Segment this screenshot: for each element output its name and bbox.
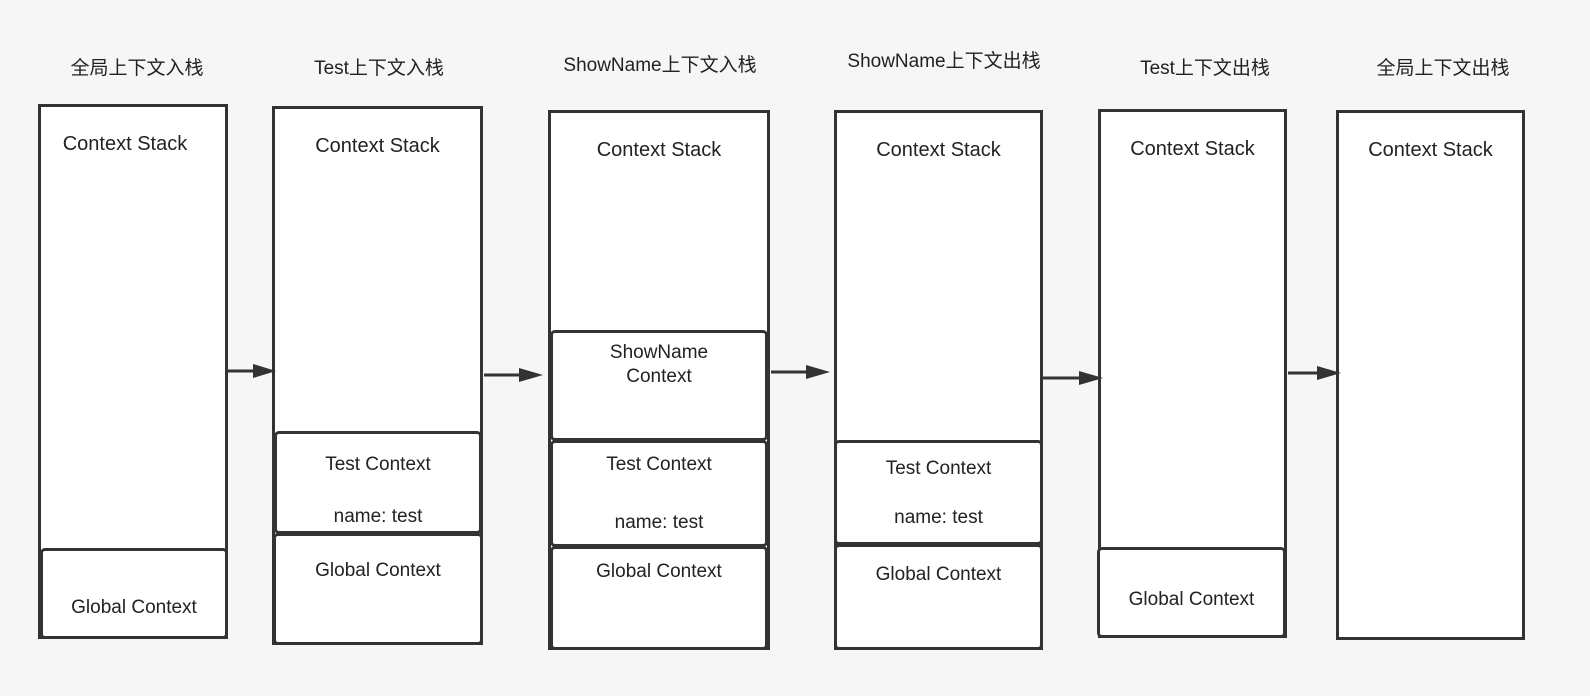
stage-title: Test上下文入栈 bbox=[314, 58, 444, 79]
context-stack: Context Stack bbox=[1336, 110, 1525, 640]
context-stack-label: Context Stack bbox=[315, 135, 440, 157]
context-stack-label: Context Stack bbox=[62, 133, 188, 155]
stage-title: 全局上下文入栈 bbox=[70, 58, 204, 79]
arrow-stage-5-to-6 bbox=[1288, 366, 1341, 380]
arrow-stage-4-to-5 bbox=[1043, 371, 1103, 385]
frame-label-line-2: Context bbox=[626, 366, 692, 387]
arrow-stage-1-to-2 bbox=[226, 364, 276, 378]
stage-title: ShowName上下文出栈 bbox=[847, 51, 1041, 72]
frame-label-line-1: ShowName bbox=[609, 342, 709, 363]
frame-label: Global Context bbox=[1128, 589, 1255, 610]
arrow-stage-3-to-4 bbox=[771, 365, 830, 379]
test-context-frame: Test Context name: test bbox=[274, 431, 482, 534]
frame-detail: name: test bbox=[333, 506, 423, 527]
global-context-frame: Global Context bbox=[273, 533, 483, 645]
frame-label: Global Context bbox=[596, 561, 722, 582]
global-context-frame: Global Context bbox=[1097, 547, 1286, 638]
test-context-frame: Test Context name: test bbox=[550, 440, 768, 547]
frame-label: Test Context bbox=[325, 454, 431, 475]
stage-title: Test上下文出栈 bbox=[1140, 58, 1270, 79]
global-context-frame: Global Context bbox=[834, 544, 1043, 650]
frame-label: Test Context bbox=[606, 454, 712, 475]
stage-title: 全局上下文出栈 bbox=[1376, 58, 1510, 79]
showname-context-frame: ShowName Context bbox=[550, 330, 768, 441]
test-context-frame: Test Context name: test bbox=[834, 440, 1043, 545]
stage-title: ShowName上下文入栈 bbox=[563, 55, 757, 76]
frame-label: Global Context bbox=[875, 564, 1002, 585]
frame-label: Global Context bbox=[315, 560, 441, 581]
context-stack-label: Context Stack bbox=[1368, 139, 1493, 161]
frame-detail: name: test bbox=[894, 507, 983, 528]
frame-label: Global Context bbox=[71, 597, 197, 618]
arrow-stage-2-to-3 bbox=[484, 368, 543, 382]
frame-label: Test Context bbox=[885, 458, 992, 479]
global-context-frame: Global Context bbox=[40, 548, 228, 639]
context-stack-label: Context Stack bbox=[1130, 138, 1255, 160]
context-stack-label: Context Stack bbox=[876, 139, 1001, 161]
context-stack-label: Context Stack bbox=[596, 139, 722, 161]
frame-detail: name: test bbox=[614, 512, 704, 533]
global-context-frame: Global Context bbox=[550, 546, 768, 650]
